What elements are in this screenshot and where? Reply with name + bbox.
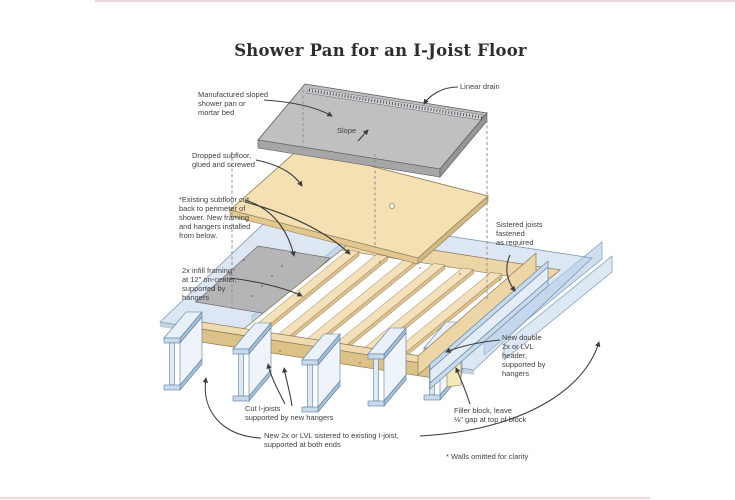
leader-linear-drain (423, 86, 459, 105)
leader-cut-ijoists-1 (266, 363, 286, 405)
leader-infill-framing (229, 277, 303, 297)
diagram-title: Shower Pan for an I-Joist Floor (234, 41, 527, 60)
framing-assembly (159, 209, 613, 413)
label-dropped-subfloor: Dropped subfloor, glued and screwed (192, 151, 255, 169)
label-linear-drain: Linear drain (460, 82, 500, 91)
leader-manufactured-pan (263, 99, 333, 117)
label-walls-note: * Walls omitted for clarity (446, 452, 529, 461)
leader-new-double-header (445, 339, 501, 353)
leader-cut-ijoists-2 (282, 367, 293, 407)
leader-existing-subfloor-2 (244, 201, 351, 255)
label-existing-subfloor: *Existing subfloor cut back to perimeter… (179, 195, 251, 240)
front-right-ijoist (429, 260, 549, 390)
linear-drain-hatch (308, 88, 483, 120)
existing-subfloor-panel (195, 245, 331, 315)
fastener-dots (213, 259, 283, 297)
page-edge-artifact-top (95, 0, 735, 2)
page-edge-artifact-bottom (0, 497, 650, 499)
drain-hole (389, 203, 395, 209)
label-sistered-joists: Sistered joists fastened as required (496, 220, 543, 247)
leader-arrows (202, 86, 601, 439)
label-filler-block: Filler block, leave ⅛" gap at top of blo… (454, 406, 527, 424)
shower-pan (257, 83, 488, 178)
leader-dropped-subfloor (255, 159, 303, 187)
leader-new-2x-right (419, 341, 601, 437)
dropped-subfloor-panel (229, 147, 489, 265)
leader-new-2x-left (202, 377, 262, 439)
label-new-2x-sistered: New 2x or LVL sistered to existing I-joi… (264, 431, 399, 449)
leader-filler-block (455, 367, 471, 405)
connector-dashed-lines (231, 90, 488, 312)
label-infill-framing: 2x infill framing at 12" on-center, supp… (182, 266, 237, 302)
leader-sistered-joists (506, 254, 516, 292)
leader-existing-subfloor-1 (244, 199, 296, 257)
label-slope: Slope (337, 126, 357, 135)
slope-arrow (357, 129, 369, 142)
label-manufactured-pan: Manufactured sloped shower pan or mortar… (198, 90, 269, 117)
label-new-double-header: New double 2x or LVL header, supported b… (502, 333, 546, 378)
label-cut-ijoists: Cut I-joists supported by new hangers (245, 404, 334, 422)
sistered-joist (503, 255, 613, 361)
